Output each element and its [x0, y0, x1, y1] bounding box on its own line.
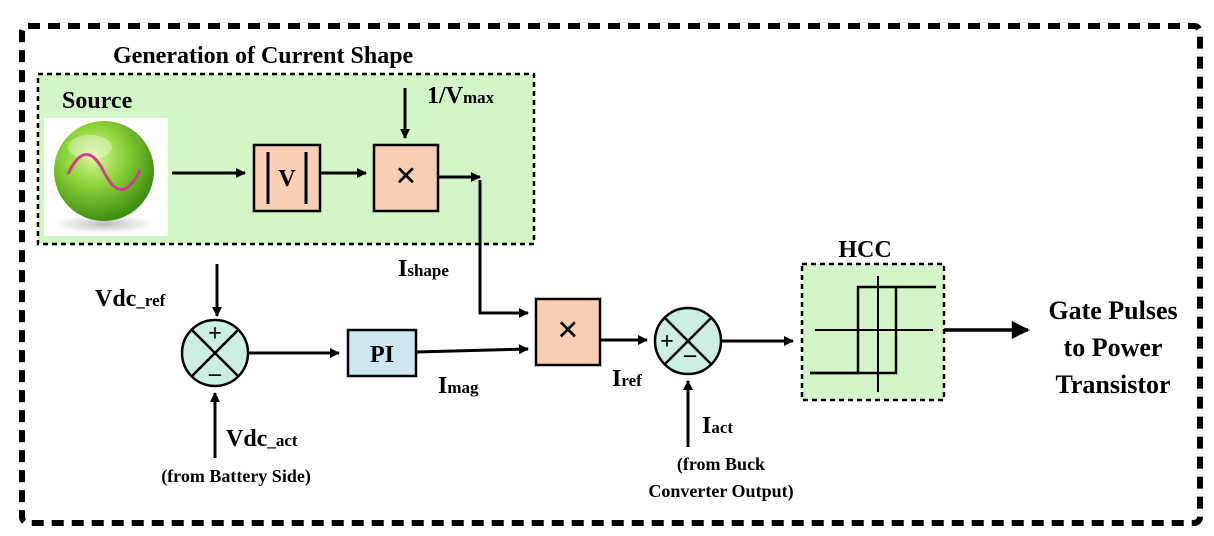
pi-label: PI [370, 342, 394, 368]
sum-left-minus: – [208, 361, 222, 387]
sum-left-plus: + [208, 321, 222, 347]
abs-value-label: V [278, 166, 296, 192]
buck-note-line2: Converter Output) [648, 481, 793, 502]
i-mag-label: Imag [438, 373, 479, 399]
i-ref-label: Iref [612, 366, 642, 392]
multiplier-symbol-top: × [395, 155, 417, 197]
outer-border [19, 23, 1203, 526]
battery-side-note: (from Battery Side) [161, 466, 311, 487]
summing-junction-right: + – [653, 306, 723, 376]
vdc-act-label: Vdc_act [226, 426, 298, 452]
hysteresis-current-controller [800, 262, 946, 402]
source-label: Source [62, 88, 133, 114]
sum-right-plus: + [660, 329, 674, 355]
hcc-label: HCC [838, 237, 891, 263]
multiplier-block-bottom: × [534, 297, 602, 367]
vdc-ref-label: Vdc_ref [95, 286, 166, 312]
wire-shape-to-mult [478, 180, 529, 318]
output-label-line2: to Power [1064, 333, 1163, 362]
wire-pi-to-mult [415, 344, 529, 355]
multiplier-symbol-bottom: × [557, 309, 579, 351]
inv-vmax-label: 1/Vmax [427, 83, 495, 109]
group-title: Generation of Current Shape [113, 43, 414, 69]
abs-value-block: V [252, 143, 322, 213]
output-label-line3: Transistor [1055, 370, 1170, 399]
pi-controller-block: PI [346, 328, 418, 378]
i-act-label: Iact [702, 413, 733, 439]
multiplier-block-top: × [372, 143, 440, 213]
i-shape-label: Ishape [398, 256, 449, 282]
sum-right-minus: – [683, 342, 697, 368]
output-label-line1: Gate Pulses [1048, 296, 1177, 325]
summing-junction-left: + – [180, 318, 250, 388]
sine-source-icon [44, 118, 168, 236]
buck-note-line1: (from Buck [677, 454, 765, 475]
